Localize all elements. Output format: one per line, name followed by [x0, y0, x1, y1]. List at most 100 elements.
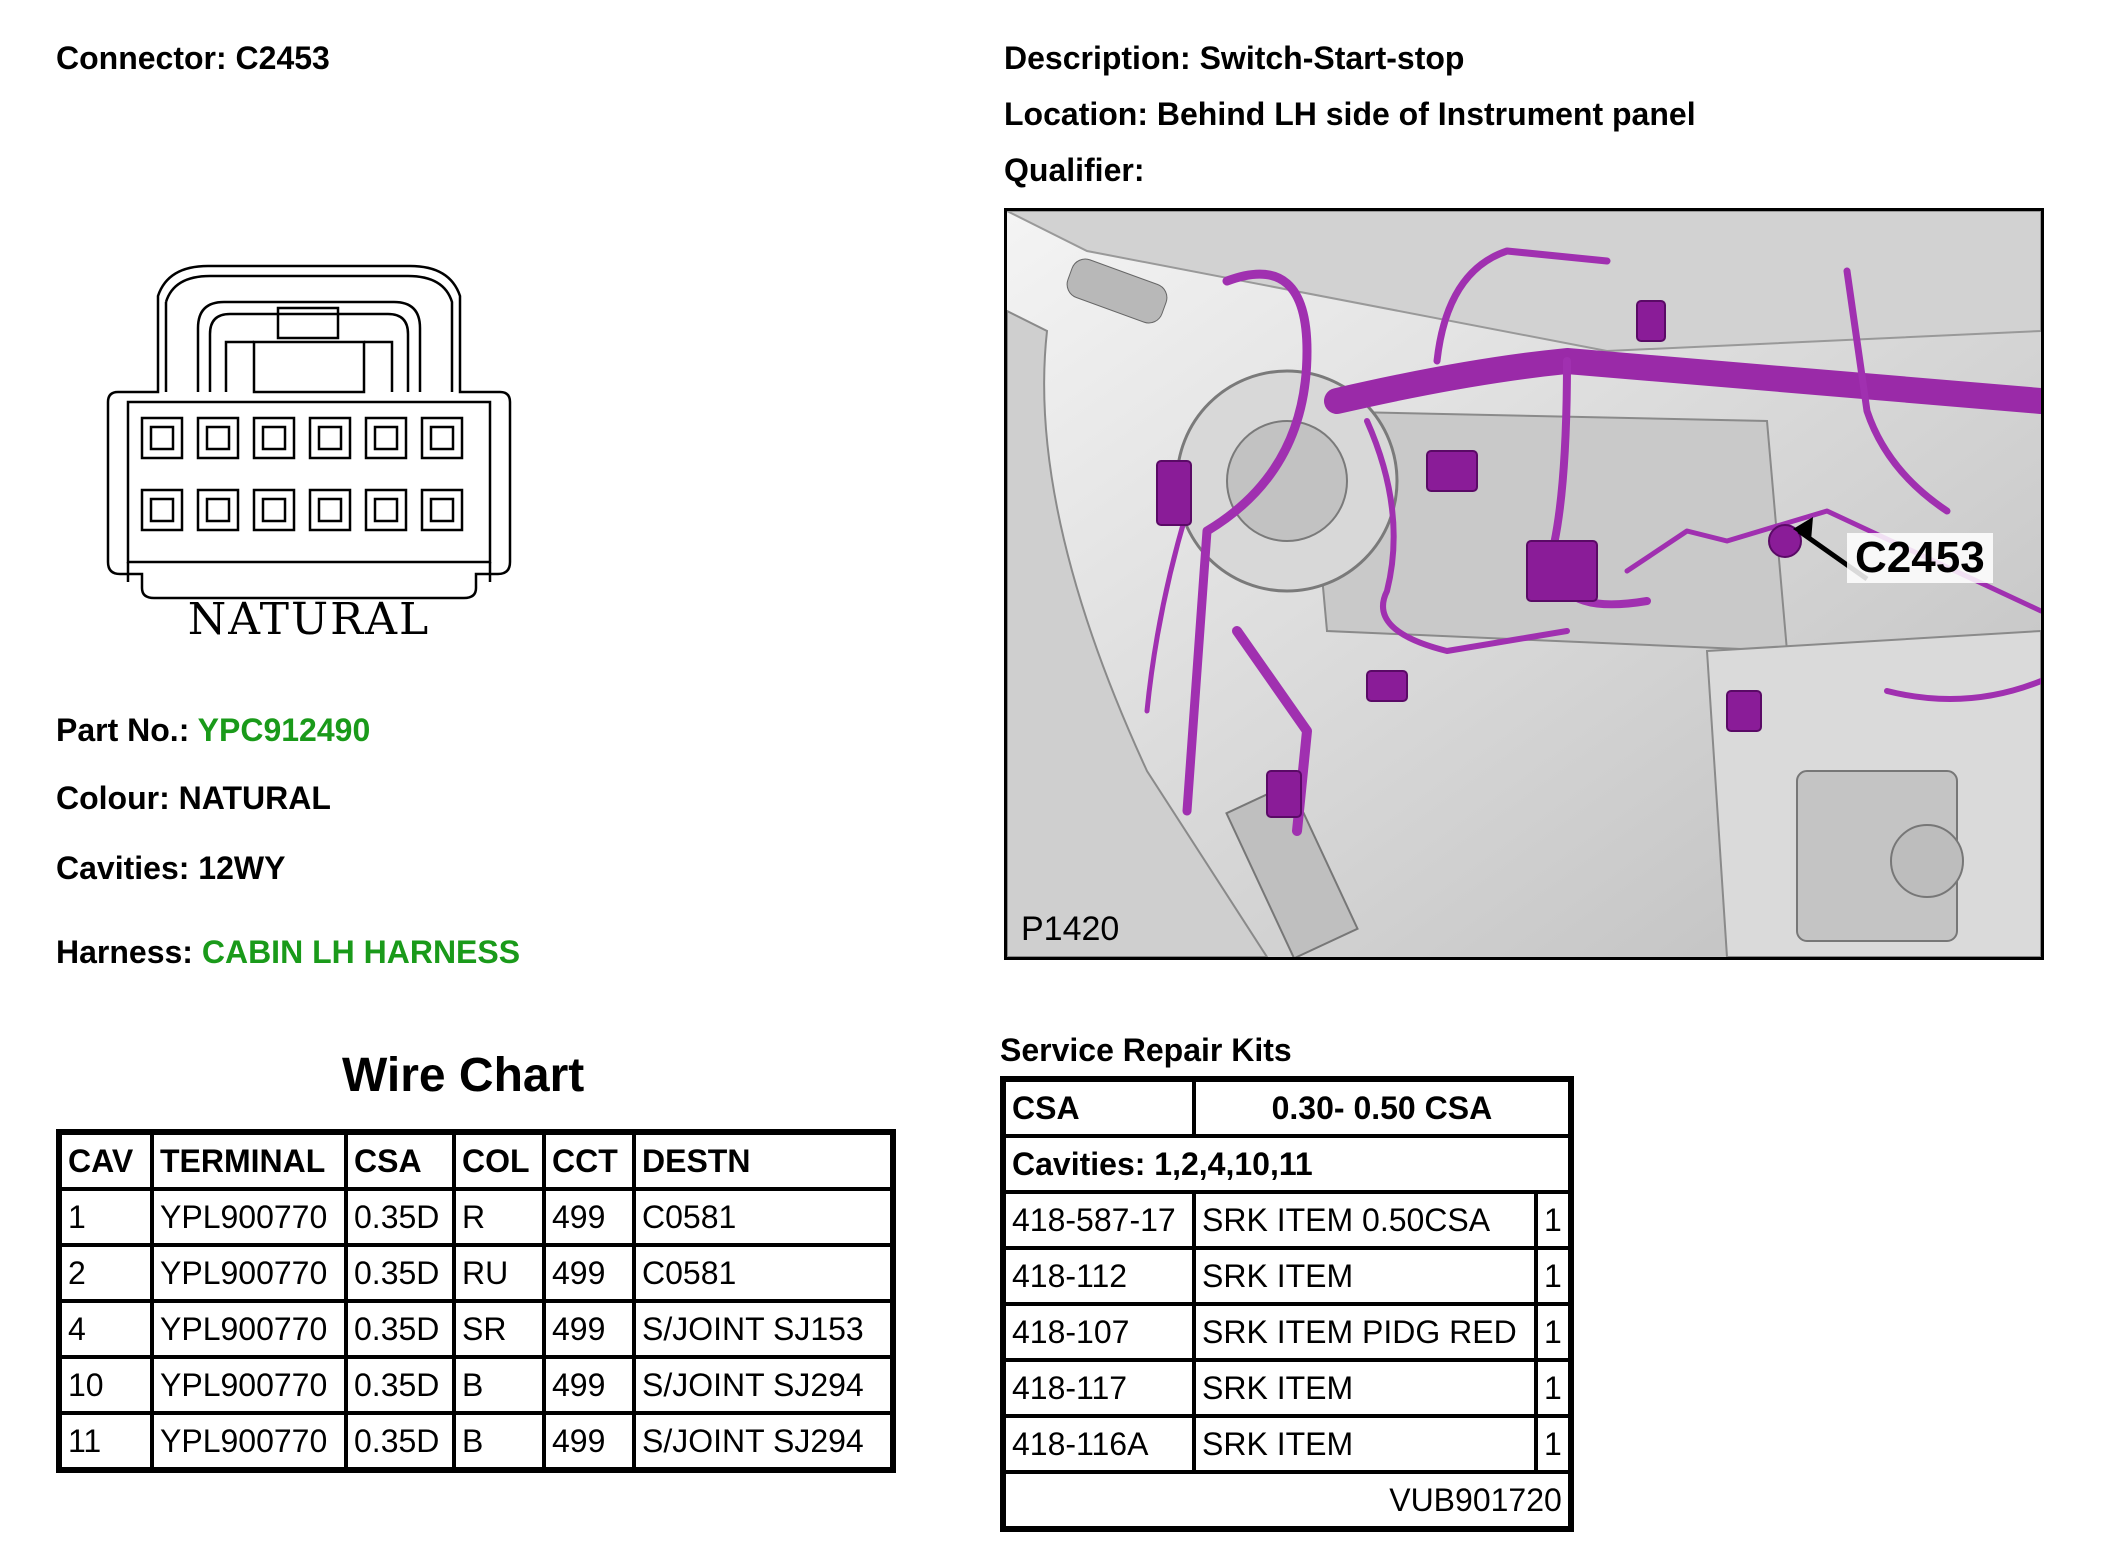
table-row: 418-112 SRK ITEM 1	[1004, 1248, 1570, 1304]
cell-destn: S/JOINT SJ153	[634, 1301, 892, 1357]
connector-label: Connector:	[56, 40, 227, 76]
harness-line: Harness: CABIN LH HARNESS	[56, 934, 520, 971]
cell-csa: 0.35D	[346, 1357, 454, 1413]
cell-col: R	[454, 1189, 544, 1245]
cavity-terminal	[149, 497, 175, 523]
cavity	[252, 416, 296, 460]
srk-desc: SRK ITEM	[1194, 1248, 1536, 1304]
table-row: 4 YPL900770 0.35D SR 499 S/JOINT SJ153	[60, 1301, 892, 1357]
connector-caption: NATURAL	[188, 594, 430, 642]
cavity-terminal	[261, 425, 287, 451]
srk-qty: 1	[1536, 1360, 1570, 1416]
dashboard-illustration	[1007, 211, 2041, 957]
description-line: Description: Switch-Start-stop	[1004, 40, 1464, 77]
cavity	[420, 488, 464, 532]
srk-desc: SRK ITEM	[1194, 1416, 1536, 1472]
colour-value: NATURAL	[178, 780, 331, 816]
part-no-line: Part No.: YPC912490	[56, 712, 370, 749]
cavity-grid	[140, 416, 464, 532]
cell-cav: 2	[60, 1245, 152, 1301]
cell-cct: 499	[544, 1357, 634, 1413]
srk-csa-value: 0.30- 0.50 CSA	[1194, 1080, 1570, 1136]
cavity	[308, 416, 352, 460]
cavity	[364, 416, 408, 460]
part-no-value: YPC912490	[197, 712, 371, 748]
cell-terminal: YPL900770	[152, 1413, 346, 1469]
wire-chart-title: Wire Chart	[342, 1049, 585, 1102]
srk-footer: VUB901720	[1004, 1472, 1570, 1528]
cell-cav: 1	[60, 1189, 152, 1245]
description-value: Switch-Start-stop	[1199, 40, 1465, 76]
wire-chart-header-row: CAV TERMINAL CSA COL CCT DESTN	[60, 1133, 892, 1189]
connector-header: Connector: C2453	[56, 40, 330, 77]
cell-destn: C0581	[634, 1245, 892, 1301]
harness-label: Harness:	[56, 934, 193, 970]
srk-part: 418-112	[1004, 1248, 1194, 1304]
header-cct: CCT	[544, 1133, 634, 1189]
cell-cav: 10	[60, 1357, 152, 1413]
srk-part: 418-107	[1004, 1304, 1194, 1360]
cavity-terminal	[149, 425, 175, 451]
header-destn: DESTN	[634, 1133, 892, 1189]
connector-face-drawing: NATURAL	[106, 264, 512, 642]
cavity	[308, 488, 352, 532]
srk-qty: 1	[1536, 1416, 1570, 1472]
cavity	[364, 488, 408, 532]
srk-cavities-row: Cavities: 1,2,4,10,11	[1004, 1136, 1570, 1192]
cell-cct: 499	[544, 1413, 634, 1469]
cavity	[140, 488, 184, 532]
cavity	[420, 416, 464, 460]
table-row: 418-117 SRK ITEM 1	[1004, 1360, 1570, 1416]
cell-csa: 0.35D	[346, 1413, 454, 1469]
cell-csa: 0.35D	[346, 1245, 454, 1301]
table-row: 2 YPL900770 0.35D RU 499 C0581	[60, 1245, 892, 1301]
colour-label: Colour:	[56, 780, 170, 816]
header-csa: CSA	[346, 1133, 454, 1189]
location-label: Location:	[1004, 96, 1148, 132]
srk-csa-label: CSA	[1004, 1080, 1194, 1136]
table-row: 11 YPL900770 0.35D B 499 S/JOINT SJ294	[60, 1413, 892, 1469]
cavity-terminal	[261, 497, 287, 523]
cell-csa: 0.35D	[346, 1189, 454, 1245]
srk-desc: SRK ITEM PIDG RED	[1194, 1304, 1536, 1360]
cavity-terminal	[429, 497, 455, 523]
table-row: 418-107 SRK ITEM PIDG RED 1	[1004, 1304, 1570, 1360]
cell-terminal: YPL900770	[152, 1301, 346, 1357]
cell-col: B	[454, 1357, 544, 1413]
cell-csa: 0.35D	[346, 1301, 454, 1357]
cavity-terminal	[317, 425, 343, 451]
cell-cct: 499	[544, 1189, 634, 1245]
location-value: Behind LH side of Instrument panel	[1156, 96, 1696, 132]
srk-qty: 1	[1536, 1304, 1570, 1360]
location-photo: C2453 P1420	[1004, 208, 2044, 960]
cavity	[196, 488, 240, 532]
cavity-terminal	[373, 425, 399, 451]
srk-qty: 1	[1536, 1192, 1570, 1248]
table-row: 418-116A SRK ITEM 1	[1004, 1416, 1570, 1472]
cavities-label: Cavities:	[56, 850, 190, 886]
header-terminal: TERMINAL	[152, 1133, 346, 1189]
table-row: 1 YPL900770 0.35D R 499 C0581	[60, 1189, 892, 1245]
cavity-terminal	[205, 497, 231, 523]
cavities-value: 12WY	[198, 850, 286, 886]
table-row: 418-587-17 SRK ITEM 0.50CSA 1	[1004, 1192, 1570, 1248]
cell-terminal: YPL900770	[152, 1189, 346, 1245]
cell-cct: 499	[544, 1301, 634, 1357]
srk-footer-row: VUB901720	[1004, 1472, 1570, 1528]
srk-part: 418-117	[1004, 1360, 1194, 1416]
cavity-terminal	[205, 425, 231, 451]
connector-value: C2453	[235, 40, 330, 76]
qualifier-line: Qualifier:	[1004, 152, 1144, 189]
srk-part: 418-587-17	[1004, 1192, 1194, 1248]
description-label: Description:	[1004, 40, 1191, 76]
cavity-terminal	[373, 497, 399, 523]
cell-terminal: YPL900770	[152, 1357, 346, 1413]
cell-destn: S/JOINT SJ294	[634, 1413, 892, 1469]
colour-line: Colour: NATURAL	[56, 780, 331, 817]
photo-code: P1420	[1021, 910, 1120, 948]
srk-cavities: Cavities: 1,2,4,10,11	[1004, 1136, 1570, 1192]
cavity-terminal	[317, 497, 343, 523]
harness-value: CABIN LH HARNESS	[201, 934, 521, 970]
qualifier-label: Qualifier:	[1004, 152, 1145, 188]
cavity	[252, 488, 296, 532]
